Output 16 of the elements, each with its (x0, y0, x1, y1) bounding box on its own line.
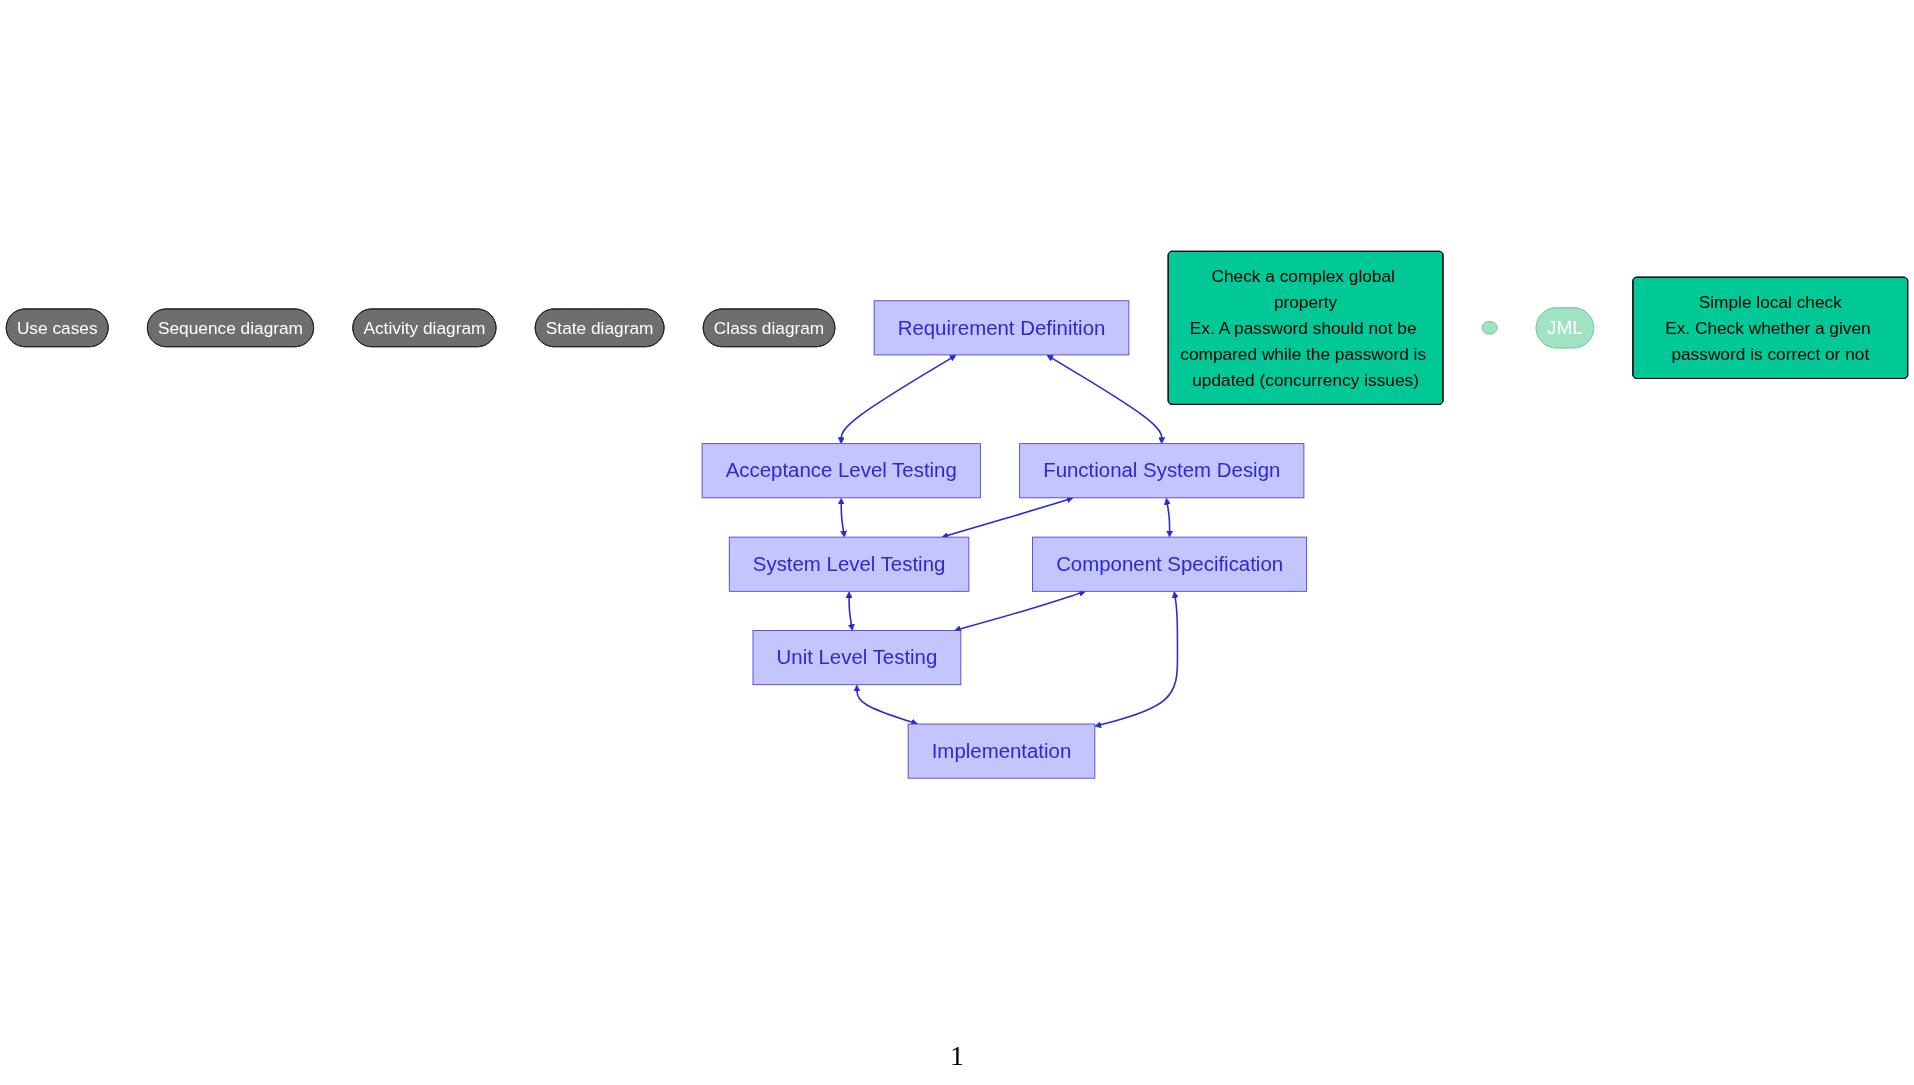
page-number: 1 (950, 1040, 964, 1071)
arrow (837, 498, 847, 538)
node-box: Functional System Design (1019, 443, 1305, 499)
node-box: Implementation (907, 723, 1096, 779)
arrow (845, 591, 855, 632)
node-box: Component Specification (1032, 537, 1308, 592)
arrow (837, 355, 957, 445)
arrow (1046, 355, 1166, 445)
arrow (954, 590, 1086, 633)
node-box: Unit Level Testing (752, 630, 962, 686)
arrow (1094, 591, 1179, 729)
node-box: Acceptance Level Testing (701, 443, 981, 499)
node-box: System Level Testing (728, 537, 970, 592)
node-box: Requirement Definition (873, 300, 1130, 356)
arrow (853, 685, 918, 726)
arrow (1164, 498, 1174, 538)
